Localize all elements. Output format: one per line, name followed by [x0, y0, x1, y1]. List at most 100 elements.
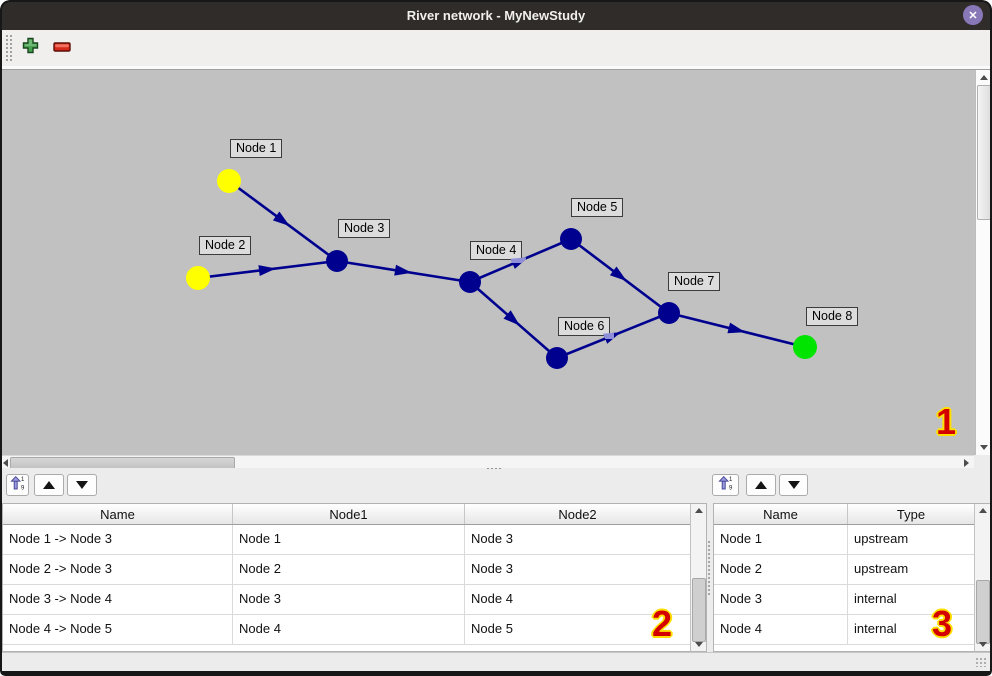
node-label[interactable]: Node 2	[199, 236, 252, 255]
edges-table-scroll-thumb[interactable]	[692, 578, 706, 642]
scroll-right-button[interactable]	[960, 456, 973, 469]
cell-type[interactable]: upstream	[854, 531, 909, 546]
network-node[interactable]	[658, 302, 680, 324]
canvas-vscroll-thumb[interactable]	[977, 85, 992, 220]
cell-node2[interactable]: Node 4	[471, 591, 513, 606]
table-row: Node 2 -> Node 3 Node 2 Node 3	[3, 555, 706, 585]
node-label[interactable]: Node 7	[668, 272, 721, 291]
node-label[interactable]: Node 4	[470, 241, 523, 260]
scroll-down-button[interactable]	[691, 638, 706, 651]
cell-node2[interactable]: Node 3	[471, 531, 513, 546]
network-node[interactable]	[217, 169, 241, 193]
cell-node1[interactable]: Node 2	[233, 555, 465, 584]
nodes-table: Name Type Node 1 upstream Node 2 upstrea…	[713, 503, 991, 652]
node-label[interactable]: Node 6	[558, 317, 611, 336]
scroll-down-button[interactable]	[975, 638, 990, 651]
table-row: Node 3 internal	[714, 585, 990, 615]
title-bar[interactable]: River network - MyNewStudy ✕	[0, 0, 992, 30]
scroll-left-button[interactable]	[0, 456, 11, 469]
column-header-type[interactable]: Type	[896, 506, 926, 522]
scroll-down-button[interactable]	[976, 440, 992, 455]
sort-button-left[interactable]: 1 9	[6, 474, 29, 496]
column-header-name[interactable]: Name	[714, 504, 848, 524]
minus-icon	[53, 39, 71, 57]
network-node[interactable]	[546, 347, 568, 369]
triangle-down-icon	[694, 642, 703, 647]
edge-arrow-icon	[272, 211, 290, 227]
vertical-splitter-handle[interactable]	[707, 540, 712, 596]
sort-button-right[interactable]: 1 9	[712, 474, 739, 496]
triangle-up-icon	[755, 481, 767, 489]
annotation-3: 3	[932, 603, 953, 644]
column-header-name[interactable]: Name	[3, 504, 233, 524]
cell-node2[interactable]: Node 3	[471, 561, 513, 576]
plus-icon	[22, 37, 39, 59]
edge-arrow-icon	[609, 266, 627, 282]
close-icon: ✕	[968, 9, 978, 22]
node-label[interactable]: Node 5	[571, 198, 624, 217]
move-down-button-right[interactable]	[779, 474, 808, 496]
cell-type[interactable]: internal	[854, 621, 897, 636]
triangle-right-icon	[964, 458, 969, 467]
scroll-up-button[interactable]	[691, 504, 706, 517]
network-node[interactable]	[186, 266, 210, 290]
network-node[interactable]	[459, 271, 481, 293]
cell-type[interactable]: internal	[854, 591, 897, 606]
cell-name[interactable]: Node 2 -> Node 3	[3, 555, 233, 584]
cell-name[interactable]: Node 4	[714, 615, 848, 644]
remove-element-button[interactable]	[51, 37, 73, 59]
cell-name[interactable]: Node 4 -> Node 5	[3, 615, 233, 644]
svg-text:9: 9	[729, 485, 733, 491]
svg-text:1: 1	[729, 476, 733, 482]
close-button[interactable]: ✕	[963, 5, 983, 25]
river-network-canvas[interactable]: Node 1 Node 2 Node 3 Node 4 Node 5 Node 6 Node…	[0, 70, 975, 455]
cell-node2[interactable]: Node 5	[471, 621, 513, 636]
move-up-button-left[interactable]	[34, 474, 64, 496]
main-toolbar	[0, 30, 992, 66]
edges-table-header: Name Node1 Node2	[3, 504, 706, 525]
table-row: Node 3 -> Node 4 Node 3 Node 4	[3, 585, 706, 615]
node-label[interactable]: Node 8	[806, 307, 859, 326]
nodes-table-header: Name Type	[714, 504, 990, 525]
cell-name[interactable]: Node 1	[714, 525, 848, 554]
cell-node1[interactable]: Node 1	[233, 525, 465, 554]
cell-type[interactable]: upstream	[854, 561, 909, 576]
add-element-button[interactable]	[19, 37, 41, 59]
scroll-up-button[interactable]	[976, 70, 992, 84]
node-label[interactable]: Node 3	[338, 219, 391, 238]
column-header-node1[interactable]: Node1	[233, 504, 465, 524]
scroll-up-button[interactable]	[975, 504, 990, 517]
edge-arrow-icon	[503, 310, 520, 326]
move-up-button-right[interactable]	[746, 474, 776, 496]
triangle-left-icon	[3, 458, 8, 467]
network-node[interactable]	[793, 335, 817, 359]
nodes-table-scrollbar[interactable]	[974, 504, 990, 651]
column-header-node2[interactable]: Node2	[558, 506, 597, 522]
annotation-2: 2	[652, 603, 673, 644]
move-down-button-left[interactable]	[67, 474, 97, 496]
cell-name[interactable]: Node 3 -> Node 4	[3, 585, 233, 614]
cell-node1[interactable]: Node 3	[233, 585, 465, 614]
edge-arrow-icon	[727, 322, 746, 334]
horizontal-splitter-handle[interactable]	[486, 467, 502, 471]
node-label[interactable]: Node 1	[230, 139, 283, 158]
scrollbar-corner	[974, 455, 992, 468]
table-row: Node 2 upstream	[714, 555, 990, 585]
nodes-table-scroll-thumb[interactable]	[976, 580, 990, 644]
cell-name[interactable]: Node 3	[714, 585, 848, 614]
cell-name[interactable]: Node 1 -> Node 3	[3, 525, 233, 554]
edges-table-scrollbar[interactable]	[690, 504, 706, 651]
table-row: Node 4 -> Node 5 Node 4 Node 5	[3, 615, 706, 645]
annotation-1: 1	[936, 401, 957, 442]
edge-arrow-icon	[394, 264, 412, 276]
resize-grip[interactable]	[975, 657, 987, 667]
table-row: Node 4 internal	[714, 615, 990, 645]
toolbar-separator	[0, 66, 992, 70]
toolbar-drag-handle[interactable]	[5, 34, 14, 62]
cell-node1[interactable]: Node 4	[233, 615, 465, 644]
network-node[interactable]	[326, 250, 348, 272]
network-node[interactable]	[560, 228, 582, 250]
canvas-vertical-scrollbar[interactable]	[975, 70, 992, 455]
cell-name[interactable]: Node 2	[714, 555, 848, 584]
